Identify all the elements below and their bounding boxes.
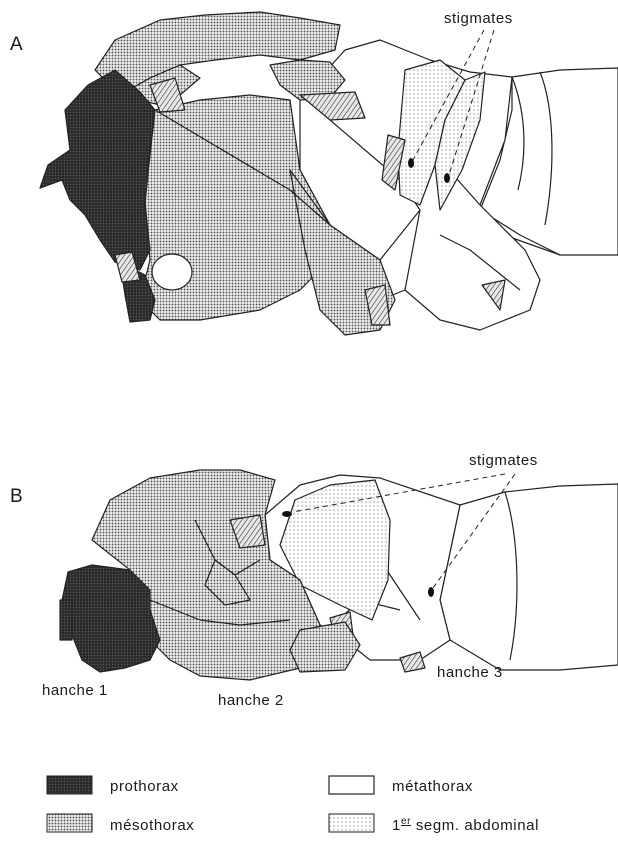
panel-b-abdomen <box>440 484 618 670</box>
legend-label-mesothorax: mésothorax <box>110 817 194 834</box>
panel-a-callout-label: stigmates <box>444 10 513 27</box>
legend-swatch-mesothorax <box>47 814 92 832</box>
panel-b-callout-label: stigmates <box>469 452 538 469</box>
legend-label-metathorax: métathorax <box>392 778 473 795</box>
legend-item-abdominal: 1er segm. abdominal <box>329 814 539 834</box>
panel-a-letter: A <box>10 34 23 55</box>
panel-b: B <box>10 470 618 680</box>
panel-b-stigma-1 <box>282 511 292 517</box>
hanche-1-label: hanche 1 <box>42 682 108 699</box>
legend: prothorax métathorax mésothorax 1er segm… <box>47 776 539 834</box>
legend-item-mesothorax: mésothorax <box>47 814 194 834</box>
panel-a-stigma-2 <box>444 173 450 183</box>
hanche-2-label: hanche 2 <box>218 692 284 709</box>
legend-label-prothorax: prothorax <box>110 778 179 795</box>
legend-item-prothorax: prothorax <box>47 776 179 795</box>
hanche-3-label: hanche 3 <box>437 664 503 681</box>
panel-a-prothorax <box>40 70 155 270</box>
legend-label-abdominal: 1er segm. abdominal <box>392 816 539 834</box>
panel-a: A <box>10 12 618 335</box>
panel-b-letter: B <box>10 486 23 507</box>
legend-swatch-abdominal <box>329 814 374 832</box>
panel-b-hanche-2-shape <box>290 622 360 672</box>
panel-b-stigma-2 <box>428 587 434 597</box>
legend-swatch-metathorax <box>329 776 374 794</box>
legend-item-metathorax: métathorax <box>329 776 473 795</box>
legend-swatch-prothorax <box>47 776 92 794</box>
